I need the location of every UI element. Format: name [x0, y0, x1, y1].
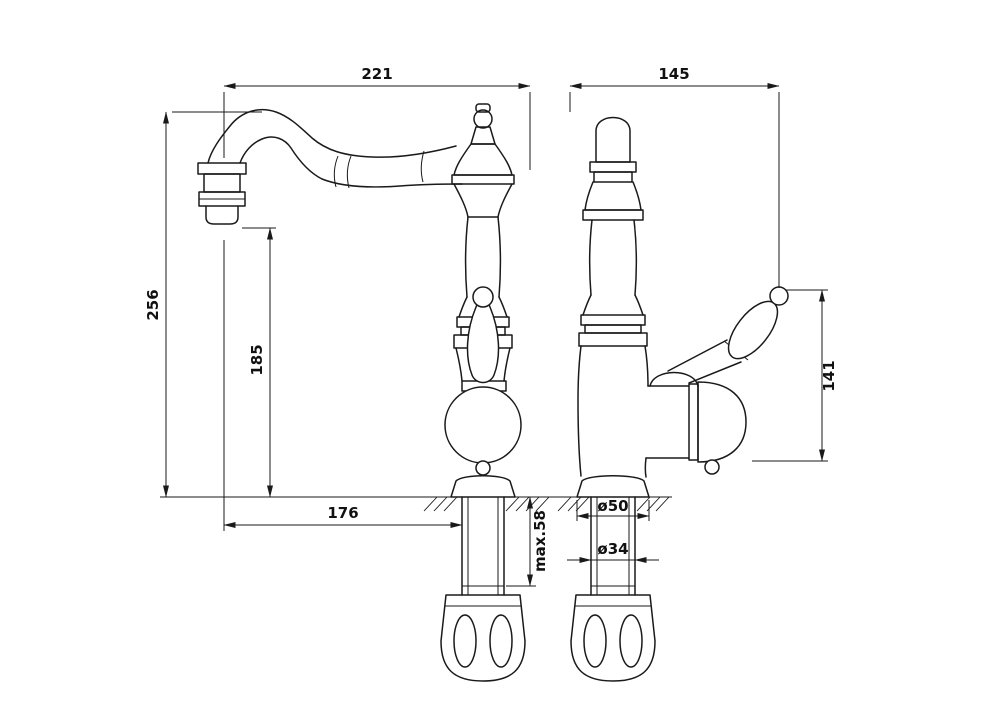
dim-reach: 176 — [223, 240, 463, 531]
shank-side — [461, 496, 505, 596]
dim-outlet-height: 185 — [242, 227, 276, 498]
dim-total-height-label: 256 — [144, 289, 162, 320]
mounting-nut-front — [570, 594, 656, 682]
dim-front-span-label: 145 — [658, 65, 689, 83]
dim-base-diameter-label: ø50 — [597, 497, 628, 515]
spout-outlet — [197, 162, 247, 225]
handle-lever-front — [667, 286, 789, 384]
front-view — [570, 116, 789, 682]
dim-spout-span: 221 — [223, 65, 531, 170]
mounting-nut-side — [440, 594, 526, 682]
dim-max-deck-label: max.58 — [531, 510, 549, 572]
handle-lever-side — [466, 286, 500, 384]
valve-body-front — [645, 371, 747, 475]
dimensions: 221 145 256 185 176 max.58 — [144, 65, 838, 587]
dim-front-span: 145 — [569, 65, 780, 288]
dim-outlet-height-label: 185 — [248, 344, 266, 375]
dim-handle-height-label: 141 — [820, 360, 838, 391]
body-sphere — [444, 386, 522, 476]
side-view — [197, 103, 526, 682]
dim-base-diameter: ø50 — [576, 497, 650, 521]
base-flange-side — [450, 475, 516, 498]
deck-hatching — [423, 496, 670, 512]
column-front — [577, 116, 649, 478]
dim-total-height: 256 — [144, 111, 262, 498]
dim-shank-diameter-label: ø34 — [597, 540, 628, 558]
dim-handle-height: 141 — [752, 289, 838, 462]
top-finial — [451, 103, 515, 185]
base-flange-front — [576, 475, 650, 498]
dim-reach-label: 176 — [327, 504, 358, 522]
dim-max-deck: max.58 — [506, 496, 549, 587]
dim-spout-span-label: 221 — [361, 65, 392, 83]
dim-shank-diameter: ø34 — [567, 540, 659, 563]
spout-tube — [207, 108, 463, 189]
